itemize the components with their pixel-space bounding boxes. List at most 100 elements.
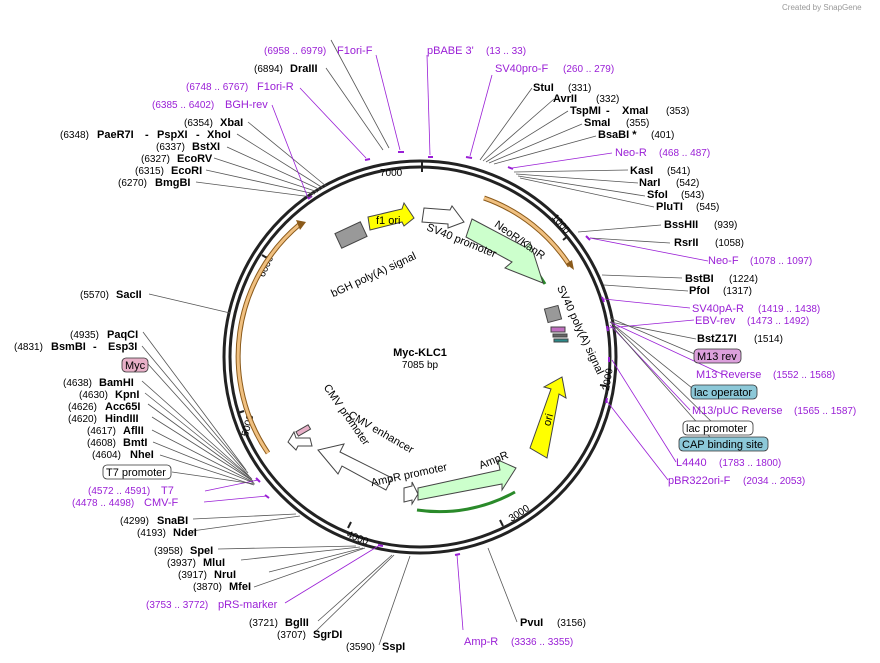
primer-f1ori-f-name: F1ori-F — [337, 45, 373, 57]
enzyme-afiii-pos: (4617) — [87, 426, 116, 437]
enzyme-bglii-pos: (3721) — [249, 618, 278, 629]
primer-cmv-f-pos: (4478 .. 4498) — [72, 498, 134, 509]
enzyme-paer7i-pos: (6348) — [60, 130, 89, 141]
primer-sv40pro-f-pos: (260 .. 279) — [563, 64, 614, 75]
enzyme-tspmi-name: TspMI — [570, 105, 601, 117]
tick-7000: 7000 — [380, 168, 403, 179]
enzyme-paer7i-sep: - — [145, 129, 149, 141]
enzyme-nari-name: NarI — [639, 177, 660, 189]
enzyme-bsmbi-pos: (4831) — [14, 342, 43, 353]
ampr-promoter-arrow — [403, 481, 419, 506]
primer-prs-marker-pos: (3753 .. 3772) — [146, 600, 208, 611]
ampr-arrow — [417, 459, 517, 501]
neor-arrow — [465, 218, 544, 284]
enzyme-bstxi-name: BstXI — [192, 141, 220, 153]
enzyme-pvui-pos: (3156) — [557, 618, 586, 629]
primer-pbabe3-pos: (13 .. 33) — [486, 46, 526, 57]
enzyme-stui-pos: (331) — [568, 83, 591, 94]
plasmid-name: Myc-KLC1 — [393, 347, 447, 359]
primer-site-marks — [255, 151, 610, 556]
enzyme-pfoi-name: PfoI — [689, 285, 710, 297]
enzyme-tspmi-pos: (353) — [666, 106, 689, 117]
enzyme-paer7i-sep2: - — [196, 129, 200, 141]
tick-1000: 1000 — [549, 212, 572, 236]
m13-site-box — [550, 326, 566, 333]
enzyme-bstz17i-name: BstZ17I — [697, 333, 737, 345]
enzyme-bstz17i-pos: (1514) — [754, 334, 783, 345]
enzyme-bmgbi-pos: (6270) — [118, 178, 147, 189]
primer-cmv-f-name: CMV-F — [144, 497, 179, 509]
enzyme-kasi-pos: (541) — [667, 166, 690, 177]
enzyme-mfei-pos: (3870) — [193, 582, 222, 593]
enzyme-hindiii-name: HindIII — [105, 413, 139, 425]
lac-operator-label: lac operator — [694, 387, 752, 399]
cmv-promoter-arrow — [287, 430, 313, 451]
primer-amp-r-pos: (3336 .. 3355) — [511, 637, 573, 648]
enzyme-paqci-pos: (4935) — [70, 330, 99, 341]
primer-bgh-rev-pos: (6385 .. 6402) — [152, 100, 214, 111]
enzyme-paqci-name: PaqCI — [107, 329, 138, 341]
enzyme-tspmi-sep: - — [606, 105, 610, 117]
f1ori-arrow — [367, 201, 415, 231]
ampr-inner-arc — [416, 490, 516, 514]
enzyme-bsshii-pos: (939) — [714, 220, 737, 231]
enzyme-bmti-pos: (4608) — [87, 438, 116, 449]
enzyme-draiii-name: DraIII — [290, 63, 318, 75]
enzyme-bmgbi-name: BmgBI — [155, 177, 190, 189]
snapgene-branding: Created by SnapGene — [782, 3, 862, 12]
enzyme-rsrii-pos: (1058) — [715, 238, 744, 249]
enzyme-sspi-name: SspI — [382, 641, 405, 653]
enzyme-bglii-name: BglII — [285, 617, 309, 629]
enzyme-bstbi-pos: (1224) — [729, 274, 758, 285]
primer-pbabe3-name: pBABE 3' — [427, 45, 474, 57]
tick-4000: 4000 — [345, 529, 370, 548]
primer-neo-f-pos: (1078 .. 1097) — [750, 256, 812, 267]
primer-leader-lines — [203, 54, 723, 631]
enzyme-nhei-pos: (4604) — [92, 450, 121, 461]
primer-m13-reverse-name: M13 Reverse — [696, 369, 761, 381]
lac-site-box — [552, 333, 568, 338]
enzyme-paer7i-name: PaeR7I — [97, 129, 134, 141]
enzyme-nrui-name: NruI — [214, 569, 236, 581]
enzyme-leader-lines — [141, 39, 697, 646]
bgh-polya-box — [334, 221, 368, 249]
enzyme-bamhi-name: BamHI — [99, 377, 134, 389]
primer-ebv-rev-pos: (1473 .. 1492) — [747, 316, 809, 327]
primer-f1ori-r-pos: (6748 .. 6767) — [186, 82, 248, 93]
enzyme-bstbi-name: BstBI — [685, 273, 714, 285]
primer-l4440-pos: (1783 .. 1800) — [719, 458, 781, 469]
enzyme-sacii-name: SacII — [116, 289, 142, 301]
primer-l4440-name: L4440 — [676, 457, 707, 469]
enzyme-sacii-pos: (5570) — [80, 290, 109, 301]
t7-promoter-box — [102, 464, 172, 480]
m13-rev-label: M13 rev — [697, 351, 737, 363]
primer-t7-name: T7 — [161, 485, 174, 497]
enzyme-xhoi-name: XhoI — [207, 129, 231, 141]
primer-m13-reverse-pos: (1552 .. 1568) — [773, 370, 835, 381]
myc-box — [121, 357, 149, 373]
plasmid-size: 7085 bp — [402, 360, 439, 371]
enzyme-ecori-pos: (6315) — [135, 166, 164, 177]
t7-promoter-label: T7 promoter — [106, 467, 166, 479]
primer-pbr322ori-f-pos: (2034 .. 2053) — [743, 476, 805, 487]
cmv-enhancer-arrow — [317, 443, 393, 491]
primer-neo-r-name: Neo-R — [615, 147, 647, 159]
ori-label: ori — [541, 412, 556, 427]
enzyme-bamhi-pos: (4638) — [63, 378, 92, 389]
enzyme-rsrii-name: RsrII — [674, 237, 698, 249]
enzyme-xbai-pos: (6354) — [184, 118, 213, 129]
feature-leader-lines — [147, 317, 719, 485]
myc-tag-box — [295, 424, 312, 437]
enzyme-acc65i-name: Acc65I — [105, 401, 140, 413]
enzyme-bsmbi-sep: - — [93, 341, 97, 353]
enzyme-snabi-name: SnaBI — [157, 515, 188, 527]
enzyme-xbai-name: XbaI — [220, 117, 243, 129]
primer-sv40pa-r-name: SV40pA-R — [692, 303, 744, 315]
enzyme-hindiii-pos: (4620) — [68, 414, 97, 425]
cap-site-box — [553, 338, 569, 343]
enzyme-pluti-name: PluTI — [656, 201, 683, 213]
primer-ebv-rev-name: EBV-rev — [695, 315, 736, 327]
enzyme-nrui-pos: (3917) — [178, 570, 207, 581]
enzyme-acc65i-pos: (4626) — [68, 402, 97, 413]
enzyme-pluti-pos: (545) — [696, 202, 719, 213]
